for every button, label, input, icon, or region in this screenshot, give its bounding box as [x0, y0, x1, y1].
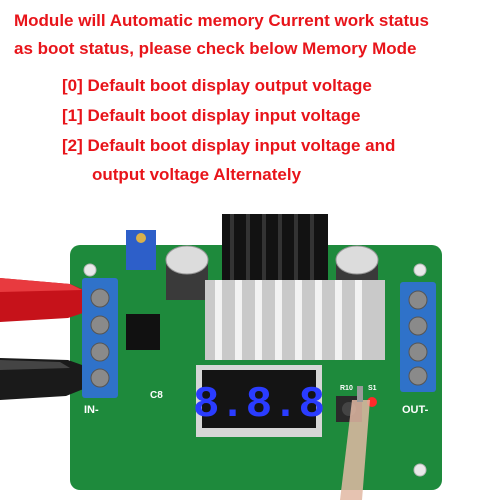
caption-line-4: [1] Default boot display input voltage: [62, 106, 361, 125]
output-terminal-block: [400, 282, 436, 392]
mount-hole-tr: [413, 263, 427, 277]
seven-segment-display: 8.8.8: [193, 365, 325, 437]
label-in: IN-: [84, 404, 99, 416]
capacitor-left: [165, 245, 209, 300]
mount-hole-br: [413, 463, 427, 477]
module-photo: 8.8.8 IN- OUT- C8 R10 S1: [0, 214, 442, 500]
label-out: OUT-: [402, 404, 429, 416]
caption-line-2: as boot status, please check below Memor…: [14, 39, 417, 58]
input-terminal-block: [82, 278, 118, 398]
caption-line-1: Module will Automatic memory Current wor…: [14, 11, 429, 30]
label-r10: R10: [340, 385, 353, 392]
blue-potentiometer: [126, 230, 156, 270]
label-c8: C8: [150, 390, 163, 401]
caption-line-5: [2] Default boot display input voltage a…: [62, 136, 396, 155]
mount-hole-tl: [83, 263, 97, 277]
display-digits: 8.8.8: [193, 380, 325, 430]
caption-line-3: [0] Default boot display output voltage: [62, 76, 372, 95]
caption-text-block: Module will Automatic memory Current wor…: [0, 0, 487, 200]
heatsink-aluminum: [205, 280, 385, 360]
caption-line-6: output voltage Alternately: [92, 165, 302, 184]
screwdriver: [340, 386, 370, 500]
heatsink-top: [222, 214, 328, 280]
ic-chip: [126, 314, 160, 350]
label-s1: S1: [368, 385, 377, 392]
